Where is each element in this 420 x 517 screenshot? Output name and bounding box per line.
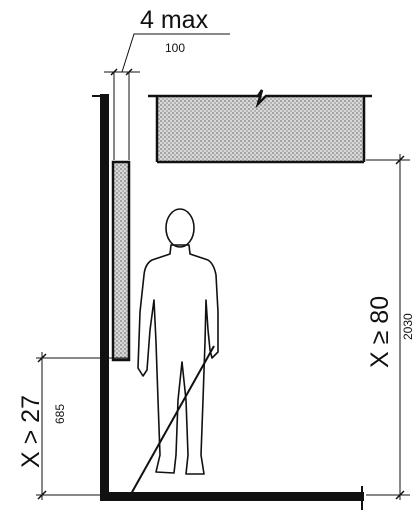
right-dimension-label: X ≥ 80 — [366, 296, 394, 368]
right-dimension — [366, 154, 410, 500]
top-dimension — [104, 33, 230, 160]
right-dimension-metric: 2030 — [401, 313, 415, 340]
left-dimension — [36, 352, 128, 500]
floor — [100, 492, 364, 501]
top-dimension-metric: 100 — [165, 41, 185, 55]
left-dimension-metric: 685 — [53, 404, 67, 424]
long-cane — [130, 345, 215, 495]
wall-mounted-object — [111, 160, 131, 362]
top-dimension-label: 4 max — [140, 6, 209, 34]
left-dimension-label: X > 27 — [17, 395, 45, 468]
overhead-object — [148, 89, 372, 164]
wall — [100, 94, 109, 498]
person-figure — [137, 208, 219, 475]
